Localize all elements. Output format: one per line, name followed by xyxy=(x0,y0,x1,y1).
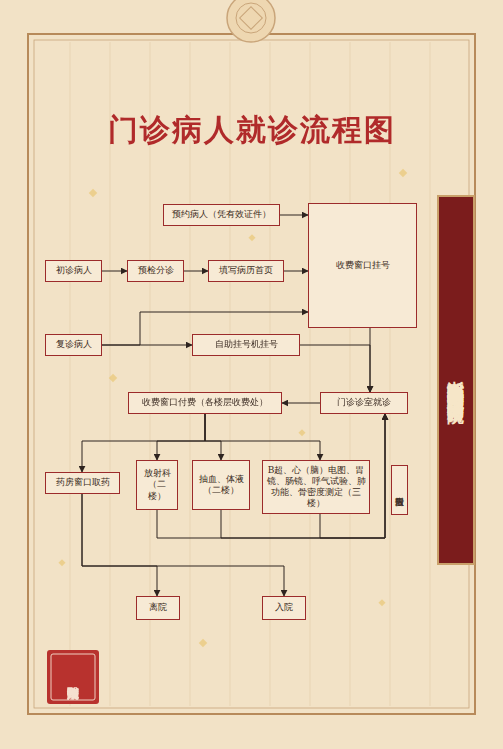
node-text: 入院 xyxy=(275,602,293,613)
process-box: 自助挂号机挂号 xyxy=(192,334,300,356)
flow-connector xyxy=(300,345,370,392)
node-text: 门诊诊室就诊 xyxy=(337,397,391,408)
node-text: 初诊病人 xyxy=(56,265,92,276)
node-text: 自助挂号机挂号 xyxy=(215,339,278,350)
node-text: 复诊病人 xyxy=(56,339,92,350)
process-box: 预约病人（凭有效证件） xyxy=(163,204,280,226)
flow-connector xyxy=(102,271,127,272)
flow-connector xyxy=(184,271,208,272)
node-text: 预检分诊 xyxy=(138,265,174,276)
process-box: 药房窗口取药 xyxy=(45,472,120,494)
seal-stamp xyxy=(47,650,99,704)
outer-frame xyxy=(28,34,475,714)
flow-connector xyxy=(157,414,205,460)
flow-connector xyxy=(102,345,192,346)
end-box: 离院 xyxy=(136,596,180,620)
process-box: B超、心（脑）电图、胃镜、肠镜、呼气试验、肺功能、骨密度测定（三楼） xyxy=(262,460,370,514)
flow-connector xyxy=(282,403,320,404)
flow-connector xyxy=(284,271,308,272)
process-box: 预检分诊 xyxy=(127,260,184,282)
seal-text: 湖州中醫院 xyxy=(51,654,95,700)
node-text: 抽血、体液 （二楼） xyxy=(196,474,246,497)
top-emblem xyxy=(227,0,275,42)
process-box: 放射科 （二楼） xyxy=(136,460,178,510)
edge-label: 取报告后 xyxy=(391,465,408,515)
process-box: 收费窗口付费（各楼层收费处） xyxy=(128,392,282,414)
node-text: 收费窗口挂号 xyxy=(336,260,390,271)
node-text: B超、心（脑）电图、胃镜、肠镜、呼气试验、肺功能、骨密度测定（三楼） xyxy=(266,465,366,510)
diagram-title: 门诊病人就诊流程图 xyxy=(30,110,473,151)
flow-connector xyxy=(205,414,320,460)
node-text: 预约病人（凭有效证件） xyxy=(172,209,271,220)
process-box: 门诊诊室就诊 xyxy=(320,392,408,414)
process-box: 抽血、体液 （二楼） xyxy=(192,460,250,510)
node-text: 放射科 （二楼） xyxy=(140,468,174,502)
process-box: 填写病历首页 xyxy=(208,260,284,282)
node-text: 填写病历首页 xyxy=(219,265,273,276)
end-box: 入院 xyxy=(262,596,306,620)
flow-connector xyxy=(280,215,308,216)
flow-connector xyxy=(157,414,385,538)
flow-connector xyxy=(205,414,221,460)
node-text: 离院 xyxy=(149,602,167,613)
process-box: 收费窗口挂号 xyxy=(308,203,417,328)
hospital-banner: 浙江中醫藥大學附屬湖州中醫院 湖州市中醫院 xyxy=(437,195,475,565)
node-text: 药房窗口取药 xyxy=(56,477,110,488)
start-box: 复诊病人 xyxy=(45,334,102,356)
node-text: 浙江中醫藥大學附屬湖州中醫院 湖州市中醫院 xyxy=(447,367,466,394)
node-text: 收费窗口付费（各楼层收费处） xyxy=(142,397,268,408)
start-box: 初诊病人 xyxy=(45,260,102,282)
flow-connector xyxy=(82,494,284,596)
